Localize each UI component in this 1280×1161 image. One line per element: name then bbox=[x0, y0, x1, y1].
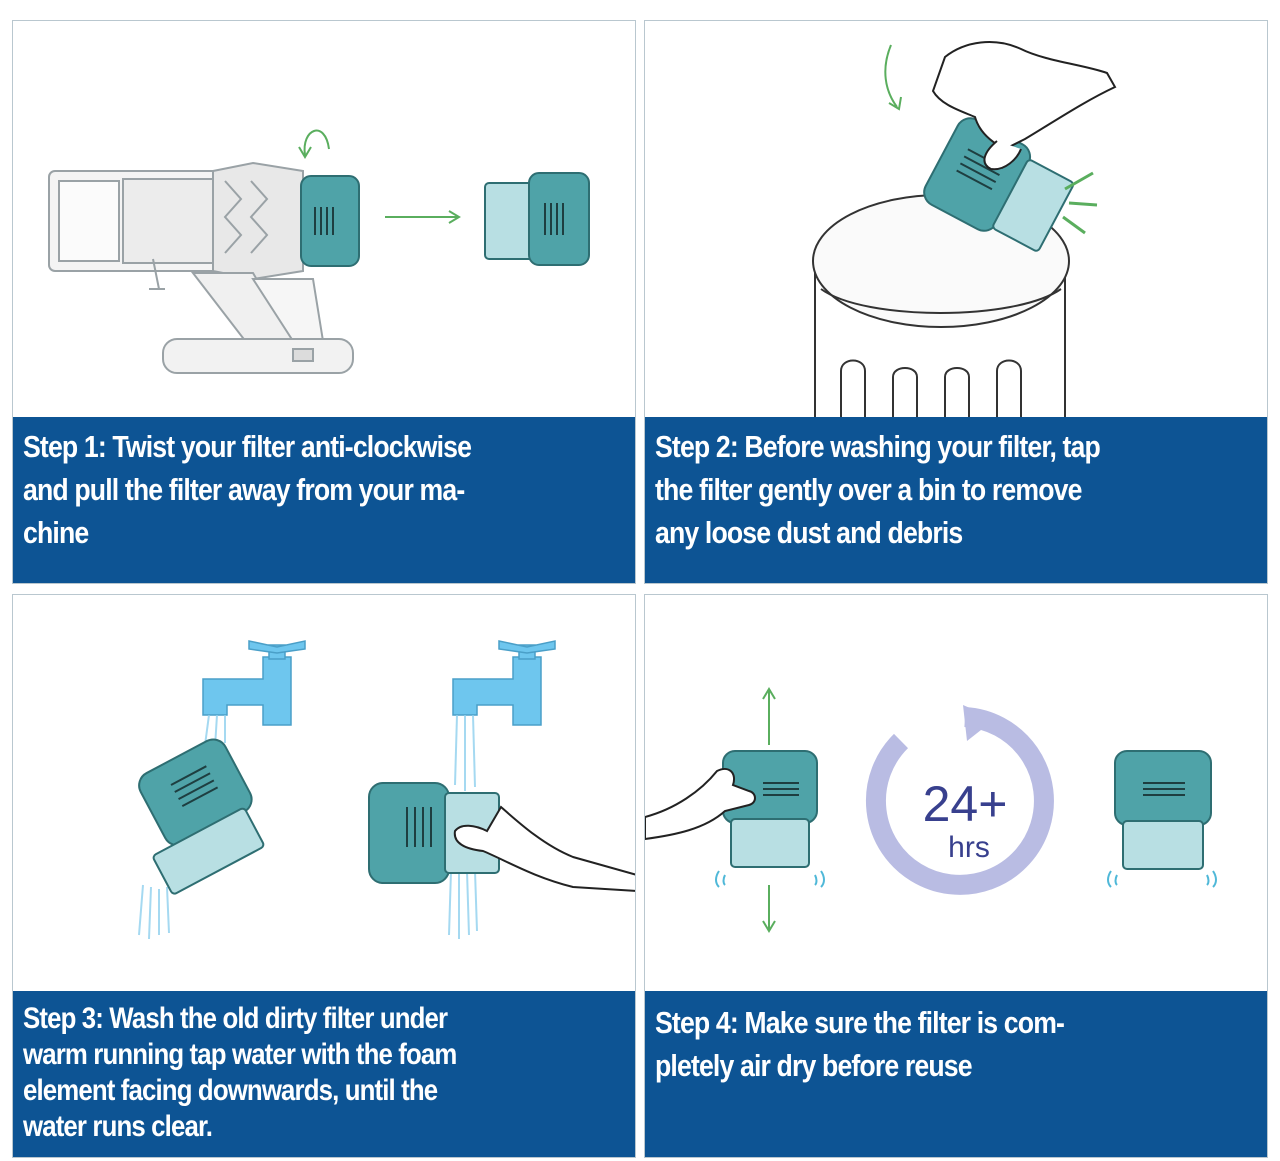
step-1-illustration bbox=[48, 129, 590, 374]
step-3-illustration bbox=[138, 640, 635, 940]
filter-icon bbox=[1114, 750, 1212, 870]
up-down-arrow-icon bbox=[762, 687, 776, 933]
water-drops-icon bbox=[715, 870, 1217, 888]
hand-icon bbox=[645, 767, 756, 841]
caption-line: pletely air dry before reuse bbox=[655, 1048, 973, 1083]
hand-icon bbox=[453, 805, 635, 892]
vacuum-icon bbox=[48, 161, 354, 374]
caption-line: Step 1: Twist your filter anti-clockwise bbox=[23, 429, 472, 464]
caption-line: chine bbox=[23, 515, 89, 550]
caption-line: the filter gently over a bin to remove bbox=[655, 472, 1082, 507]
filter-icon bbox=[138, 738, 265, 895]
water-stream-icon bbox=[138, 714, 226, 940]
tap-icon bbox=[202, 640, 306, 726]
tap-lines-icon bbox=[1062, 171, 1098, 235]
caption-line: any loose dust and debris bbox=[655, 515, 963, 550]
caption-line: element facing downwards, until the bbox=[23, 1074, 438, 1107]
drying-cycle-icon: 24+ hrs bbox=[865, 705, 1054, 895]
step-2-illustration bbox=[812, 41, 1117, 421]
caption-line: Step 3: Wash the old dirty filter under bbox=[23, 1002, 448, 1035]
caption-line: water runs clear. bbox=[23, 1110, 213, 1143]
step-4-illustration: 24+ hrs bbox=[645, 687, 1217, 933]
step-1-caption: Step 1: Twist your filter anti-clockwise… bbox=[13, 417, 635, 583]
step-2-panel: Step 2: Before washing your filter, tap … bbox=[644, 20, 1268, 584]
filter-icon bbox=[484, 172, 590, 266]
step-4-panel: 24+ hrs Step 4: Make sure the filter is … bbox=[644, 594, 1268, 1158]
step-4-caption: Step 4: Make sure the filter is com- ple… bbox=[645, 991, 1267, 1157]
dry-time-unit: hrs bbox=[948, 831, 990, 864]
step-3-panel: Step 3: Wash the old dirty filter under … bbox=[12, 594, 636, 1158]
rotate-arrow-icon bbox=[298, 129, 330, 159]
caption-line: warm running tap water with the foam bbox=[23, 1038, 457, 1071]
caption-line: and pull the filter away from your ma- bbox=[23, 472, 465, 507]
filter-icon bbox=[300, 175, 360, 267]
tap-icon bbox=[452, 640, 556, 726]
step-2-caption: Step 2: Before washing your filter, tap … bbox=[645, 417, 1267, 583]
step-3-caption: Step 3: Wash the old dirty filter under … bbox=[13, 991, 635, 1157]
hand-icon bbox=[931, 41, 1117, 171]
dry-time-value: 24+ bbox=[923, 776, 1008, 832]
step-1-panel: Step 1: Twist your filter anti-clockwise… bbox=[12, 20, 636, 584]
caption-line: Step 4: Make sure the filter is com- bbox=[655, 1005, 1065, 1040]
caption-line: Step 2: Before washing your filter, tap bbox=[655, 429, 1101, 464]
rotate-arrow-icon bbox=[884, 44, 902, 111]
water-stream-icon bbox=[448, 714, 478, 939]
pull-arrow-icon bbox=[385, 210, 461, 224]
